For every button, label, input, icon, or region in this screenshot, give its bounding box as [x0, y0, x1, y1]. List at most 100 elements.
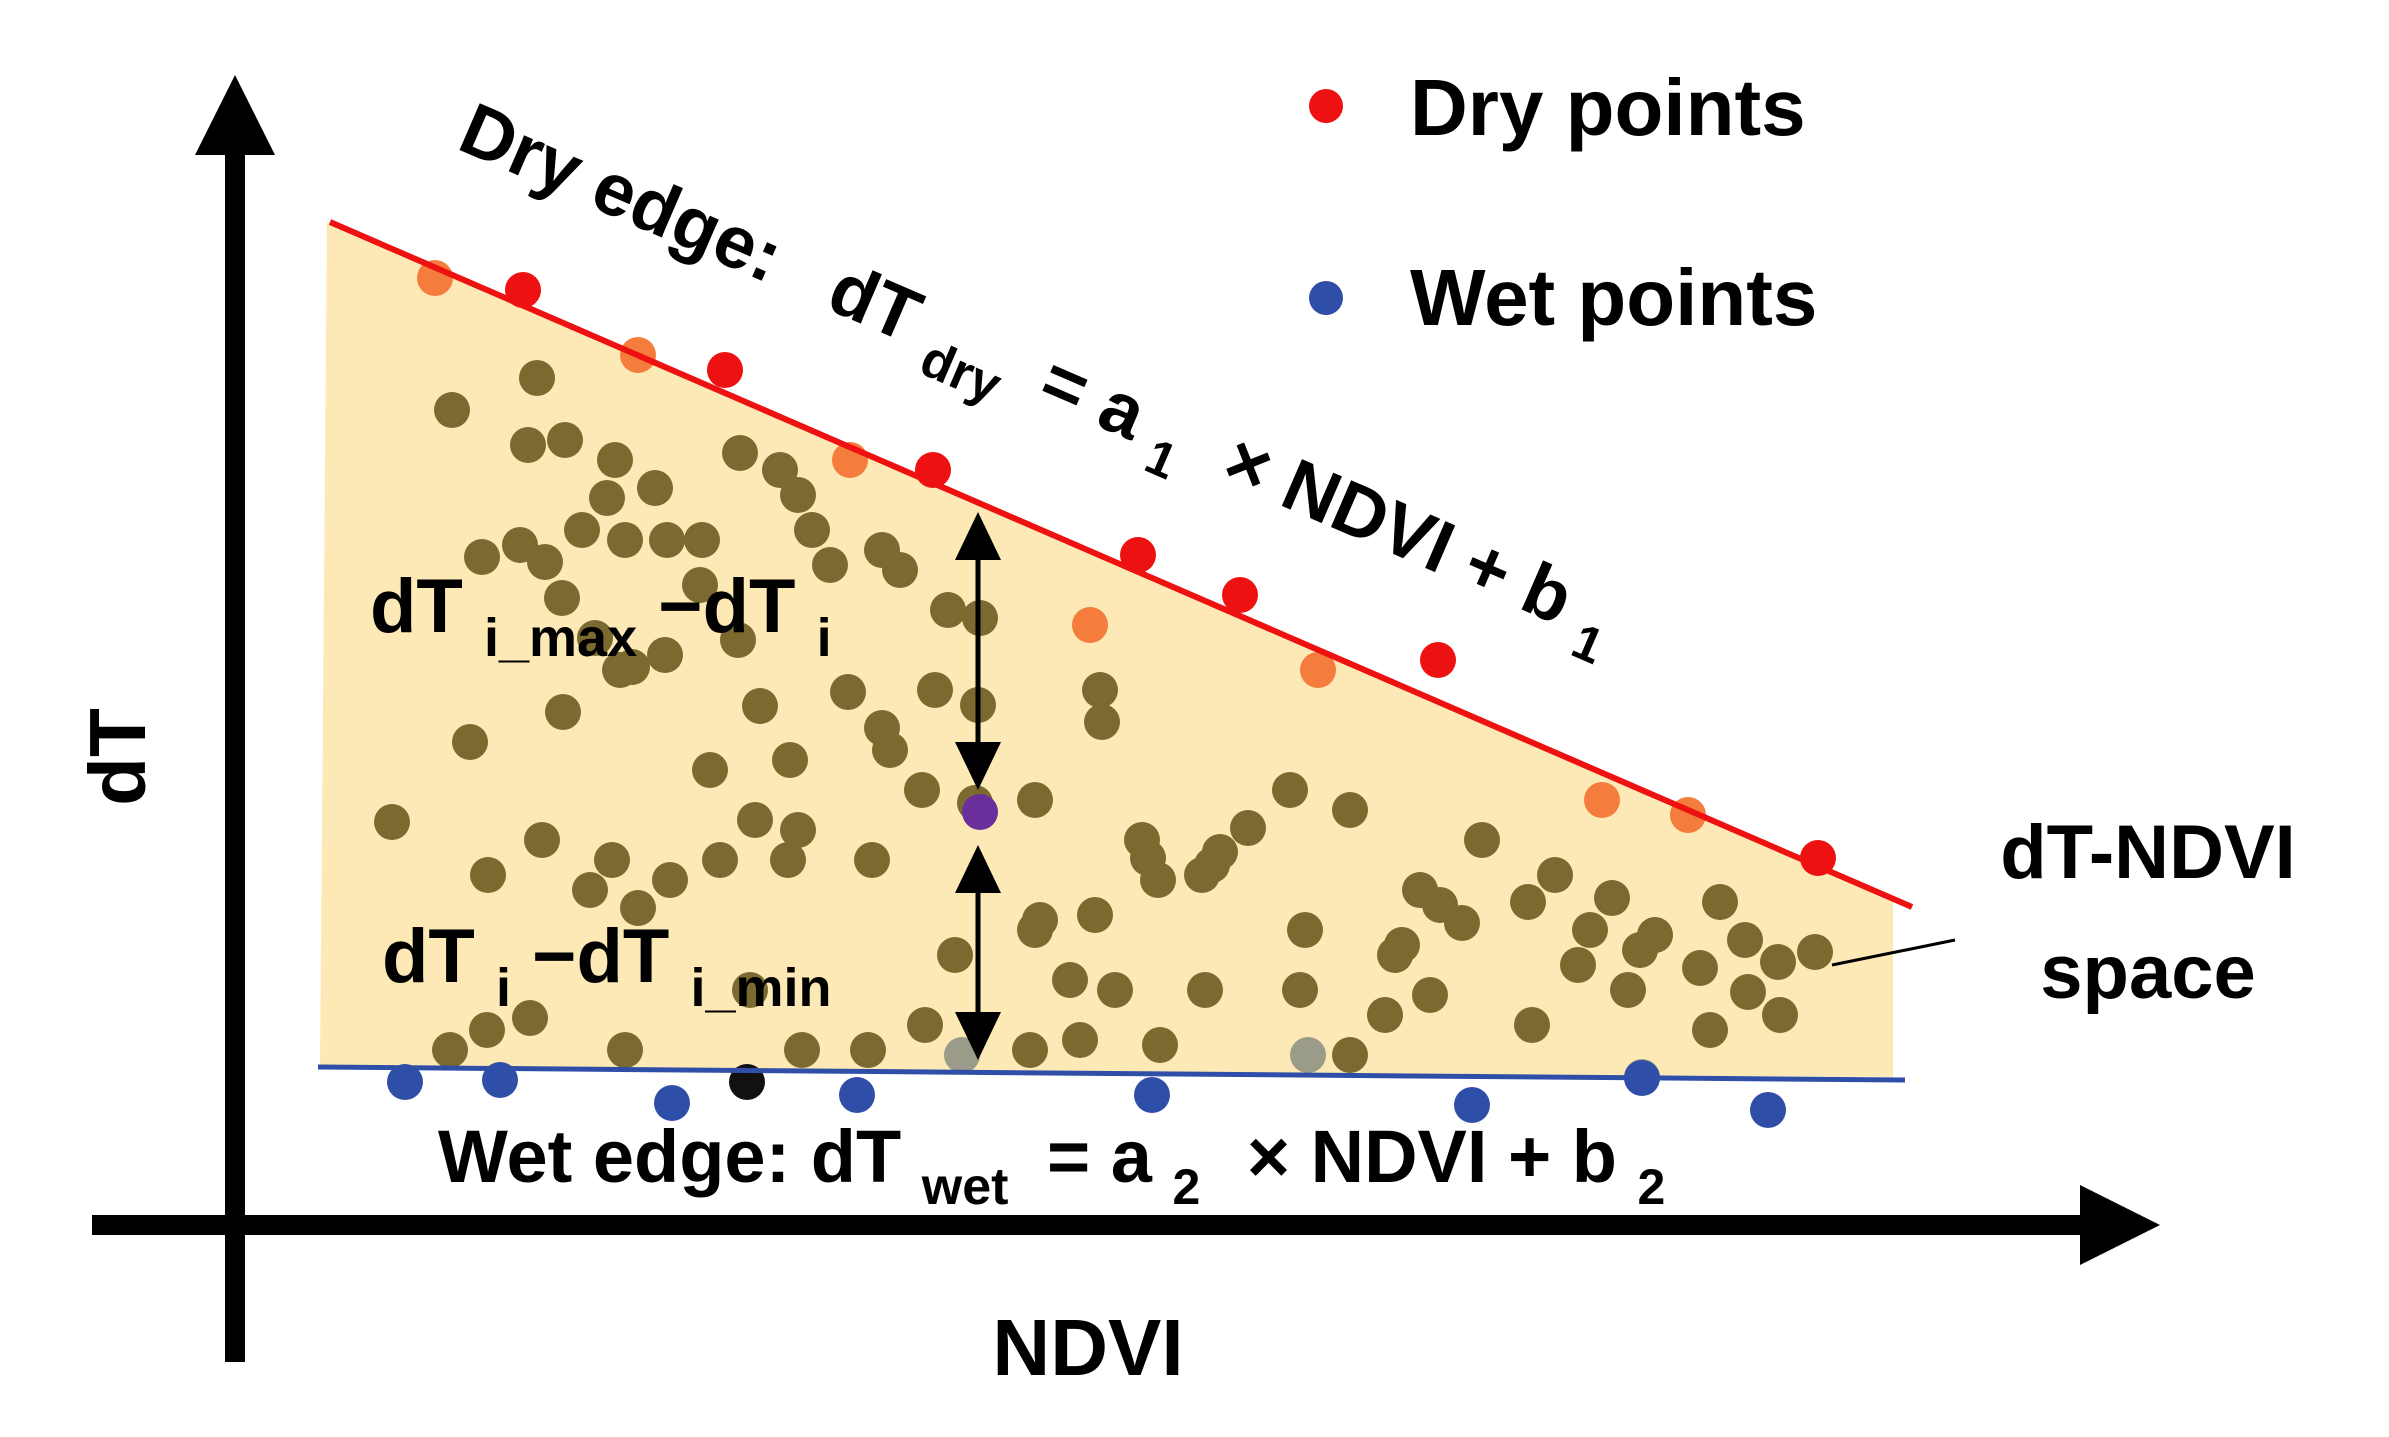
- lower-distance-term1: dT: [382, 914, 475, 999]
- axes: [92, 75, 2160, 1362]
- scatter-point: [524, 822, 560, 858]
- scatter-point: [1012, 1032, 1048, 1068]
- scatter-point: [1692, 1012, 1728, 1048]
- scatter-point: [1140, 862, 1176, 898]
- space-label-line2: space: [2040, 930, 2256, 1015]
- scatter-point: [742, 688, 778, 724]
- scatter-point: [737, 802, 773, 838]
- legend-dry-label: Dry points: [1410, 63, 1806, 152]
- focus-pixel-point: [962, 794, 998, 830]
- scatter-point: [1194, 847, 1230, 883]
- upper-distance-sub1: i_max: [484, 608, 637, 668]
- scatter-point: [1287, 912, 1323, 948]
- scatter-point: [1082, 672, 1118, 708]
- scatter-point: [1762, 997, 1798, 1033]
- scatter-point: [1537, 857, 1573, 893]
- scatter-point: [544, 580, 580, 616]
- scatter-point: [907, 1007, 943, 1043]
- wet-edge-equation: Wet edge: dT wet = a 2 × NDVI + b 2: [438, 1115, 1665, 1220]
- scatter-point: [1062, 1022, 1098, 1058]
- scatter-point: [432, 1032, 468, 1068]
- scatter-point: [1077, 897, 1113, 933]
- scatter-point: [762, 452, 798, 488]
- scatter-point: [1412, 977, 1448, 1013]
- scatter-point: [572, 872, 608, 908]
- scatter-point: [620, 890, 656, 926]
- legend-wet-marker: [1309, 281, 1343, 315]
- scatter-point: [547, 422, 583, 458]
- wet-edge-rest: × NDVI + b: [1247, 1115, 1617, 1198]
- dry-edge-coef-sub: 1: [1137, 428, 1185, 490]
- lower-distance-label: dT i −dT i_min: [382, 914, 832, 1023]
- dry-edge-var: dT: [817, 246, 933, 358]
- y-axis-arrowhead: [195, 75, 275, 155]
- scatter-point: [1422, 887, 1458, 923]
- scatter-point: [452, 724, 488, 760]
- upper-distance-sub2: i: [817, 608, 832, 668]
- scatter-point: [850, 1032, 886, 1068]
- dry-point: [707, 352, 743, 388]
- lower-arrowhead-top: [955, 845, 1001, 893]
- scatter-point: [1572, 912, 1608, 948]
- wet-point: [1750, 1092, 1786, 1128]
- near-dry-point: [1072, 607, 1108, 643]
- scatter-point: [1730, 974, 1766, 1010]
- scatter-point: [1332, 1037, 1368, 1073]
- scatter-point: [794, 512, 830, 548]
- scatter-point: [1464, 822, 1500, 858]
- scatter-point: [602, 652, 638, 688]
- scatter-point: [930, 592, 966, 628]
- scatter-point: [1377, 937, 1413, 973]
- scatter-point: [374, 804, 410, 840]
- dry-edge-sub: dry: [912, 330, 1009, 415]
- scatter-point: [1282, 972, 1318, 1008]
- wet-point: [654, 1085, 690, 1121]
- upper-distance-label: dT i_max −dT i: [370, 564, 832, 673]
- lower-distance-sub1: i: [496, 958, 511, 1018]
- scatter-point: [647, 637, 683, 673]
- wet-edge-line: [317, 1064, 1906, 1083]
- wet-edge-prefix: Wet edge: dT: [438, 1115, 901, 1198]
- upper-distance-term1: dT: [370, 564, 463, 649]
- scatter-point: [1682, 950, 1718, 986]
- y-axis-label: dT: [73, 708, 162, 806]
- scatter-point: [937, 937, 973, 973]
- space-label-line1: dT-NDVI: [2000, 810, 2296, 895]
- scatter-point: [722, 435, 758, 471]
- upper-arrowhead-bottom: [955, 742, 1001, 790]
- scatter-point: [1727, 922, 1763, 958]
- scatter-point: [872, 732, 908, 768]
- scatter-point: [470, 857, 506, 893]
- scatter-point: [904, 772, 940, 808]
- scatter-point: [732, 972, 768, 1008]
- scatter-point: [720, 622, 756, 658]
- scatter-point: [589, 480, 625, 516]
- dry-point: [1420, 642, 1456, 678]
- near-dry-point: [1300, 652, 1336, 688]
- scatter-point: [1022, 902, 1058, 938]
- scatter-point: [545, 694, 581, 730]
- x-axis-arrowhead: [2080, 1185, 2160, 1265]
- scatter-point: [770, 842, 806, 878]
- scatter-point: [594, 842, 630, 878]
- scatter-point: [812, 547, 848, 583]
- scatter-point: [780, 477, 816, 513]
- scatter-point: [882, 552, 918, 588]
- scatter-point: [469, 1012, 505, 1048]
- scatter-point: [1142, 1027, 1178, 1063]
- wet-point: [1134, 1077, 1170, 1113]
- scatter-point: [1514, 1007, 1550, 1043]
- upper-arrowhead-top: [955, 512, 1001, 560]
- dry-edge-prefix: Dry edge:: [449, 87, 795, 299]
- wet-point: [1454, 1087, 1490, 1123]
- wet-point: [387, 1064, 423, 1100]
- scatter-point: [1760, 944, 1796, 980]
- legend-wet-label: Wet points: [1410, 253, 1817, 342]
- scatter-point: [607, 522, 643, 558]
- scatter-point: [1560, 947, 1596, 983]
- scatter-point: [917, 672, 953, 708]
- dry-edge-mid: = a: [1029, 338, 1159, 456]
- svg-text:Wet edge: dT wet =: Wet edge: dT wet = a 2 × NDVI + b 2: [438, 1115, 1665, 1220]
